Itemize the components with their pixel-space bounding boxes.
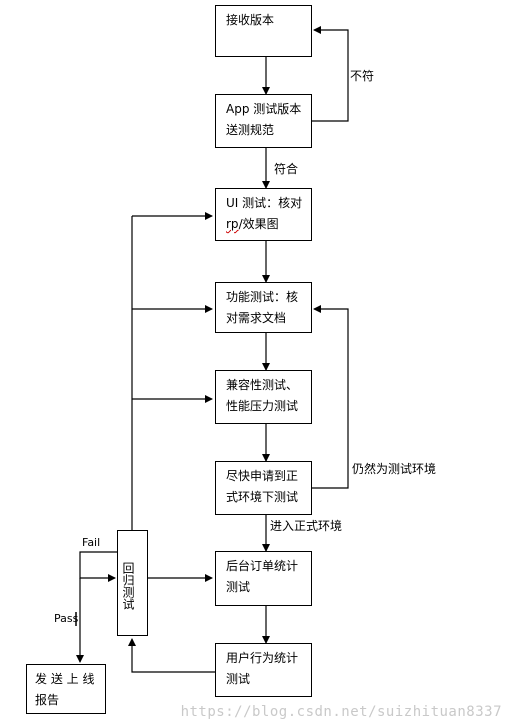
node-app-test-line2: 送测规范	[226, 123, 275, 137]
node-compat-line1: 兼容性测试、	[226, 378, 299, 392]
node-receive-version: 接收版本	[215, 5, 312, 57]
node-user-behavior-test: 用户行为统计 测试	[215, 643, 312, 697]
node-user-line2: 测试	[226, 672, 251, 686]
label-not-match: 不符	[350, 69, 375, 83]
node-order-stats-test: 后台订单统计 测试	[215, 551, 312, 606]
node-ui-test-rest: /效果图	[238, 217, 279, 231]
node-app-test-line1: App 测试版本	[226, 102, 302, 116]
node-func-line2: 对需求文档	[226, 311, 287, 325]
node-order-line1: 后台订单统计	[226, 559, 299, 573]
node-report-line2: 报告	[35, 693, 60, 707]
node-compat-line2: 性能压力测试	[226, 399, 299, 413]
node-apply-line2: 式环境下测试	[226, 490, 299, 504]
node-send-report: 发 送 上 线 报告	[26, 664, 106, 714]
node-ui-test-rp: rp	[226, 217, 239, 231]
node-ui-test: UI 测试：核对 rp/效果图	[215, 188, 312, 241]
node-ui-test-line2: rp/效果图	[226, 214, 311, 235]
node-apply-prod-env: 尽快申请到正 式环境下测试	[215, 461, 312, 515]
label-pass: Pass	[54, 612, 79, 625]
label-fail: Fail	[82, 536, 101, 549]
node-order-line2: 测试	[226, 580, 251, 594]
node-apply-line1: 尽快申请到正	[226, 469, 299, 483]
edge-still-test-env-loop	[312, 305, 349, 489]
node-regression-test: 回归测试	[117, 530, 148, 636]
label-still-test-env: 仍然为测试环境	[352, 462, 437, 476]
node-compat-perf-test: 兼容性测试、 性能压力测试	[215, 370, 312, 424]
watermark: https://blog.csdn.net/suizhituan8337	[180, 704, 502, 720]
edge-fail-loop	[79, 551, 117, 582]
node-function-test: 功能测试：核 对需求文档	[215, 282, 312, 333]
label-match: 符合	[274, 162, 299, 176]
edge-not-match-loop	[312, 26, 349, 122]
node-func-line1: 功能测试：核	[226, 290, 299, 304]
node-ui-test-line1: UI 测试：核对	[226, 196, 303, 210]
node-receive-label: 接收版本	[226, 13, 275, 27]
node-user-line1: 用户行为统计	[226, 651, 299, 665]
node-app-test-spec: App 测试版本 送测规范	[215, 94, 312, 148]
node-report-line1: 发 送 上 线	[35, 672, 95, 686]
edge-user-to-regression	[128, 638, 215, 673]
node-regression-label: 回归测试	[121, 562, 135, 610]
label-enter-prod: 进入正式环境	[270, 519, 343, 533]
